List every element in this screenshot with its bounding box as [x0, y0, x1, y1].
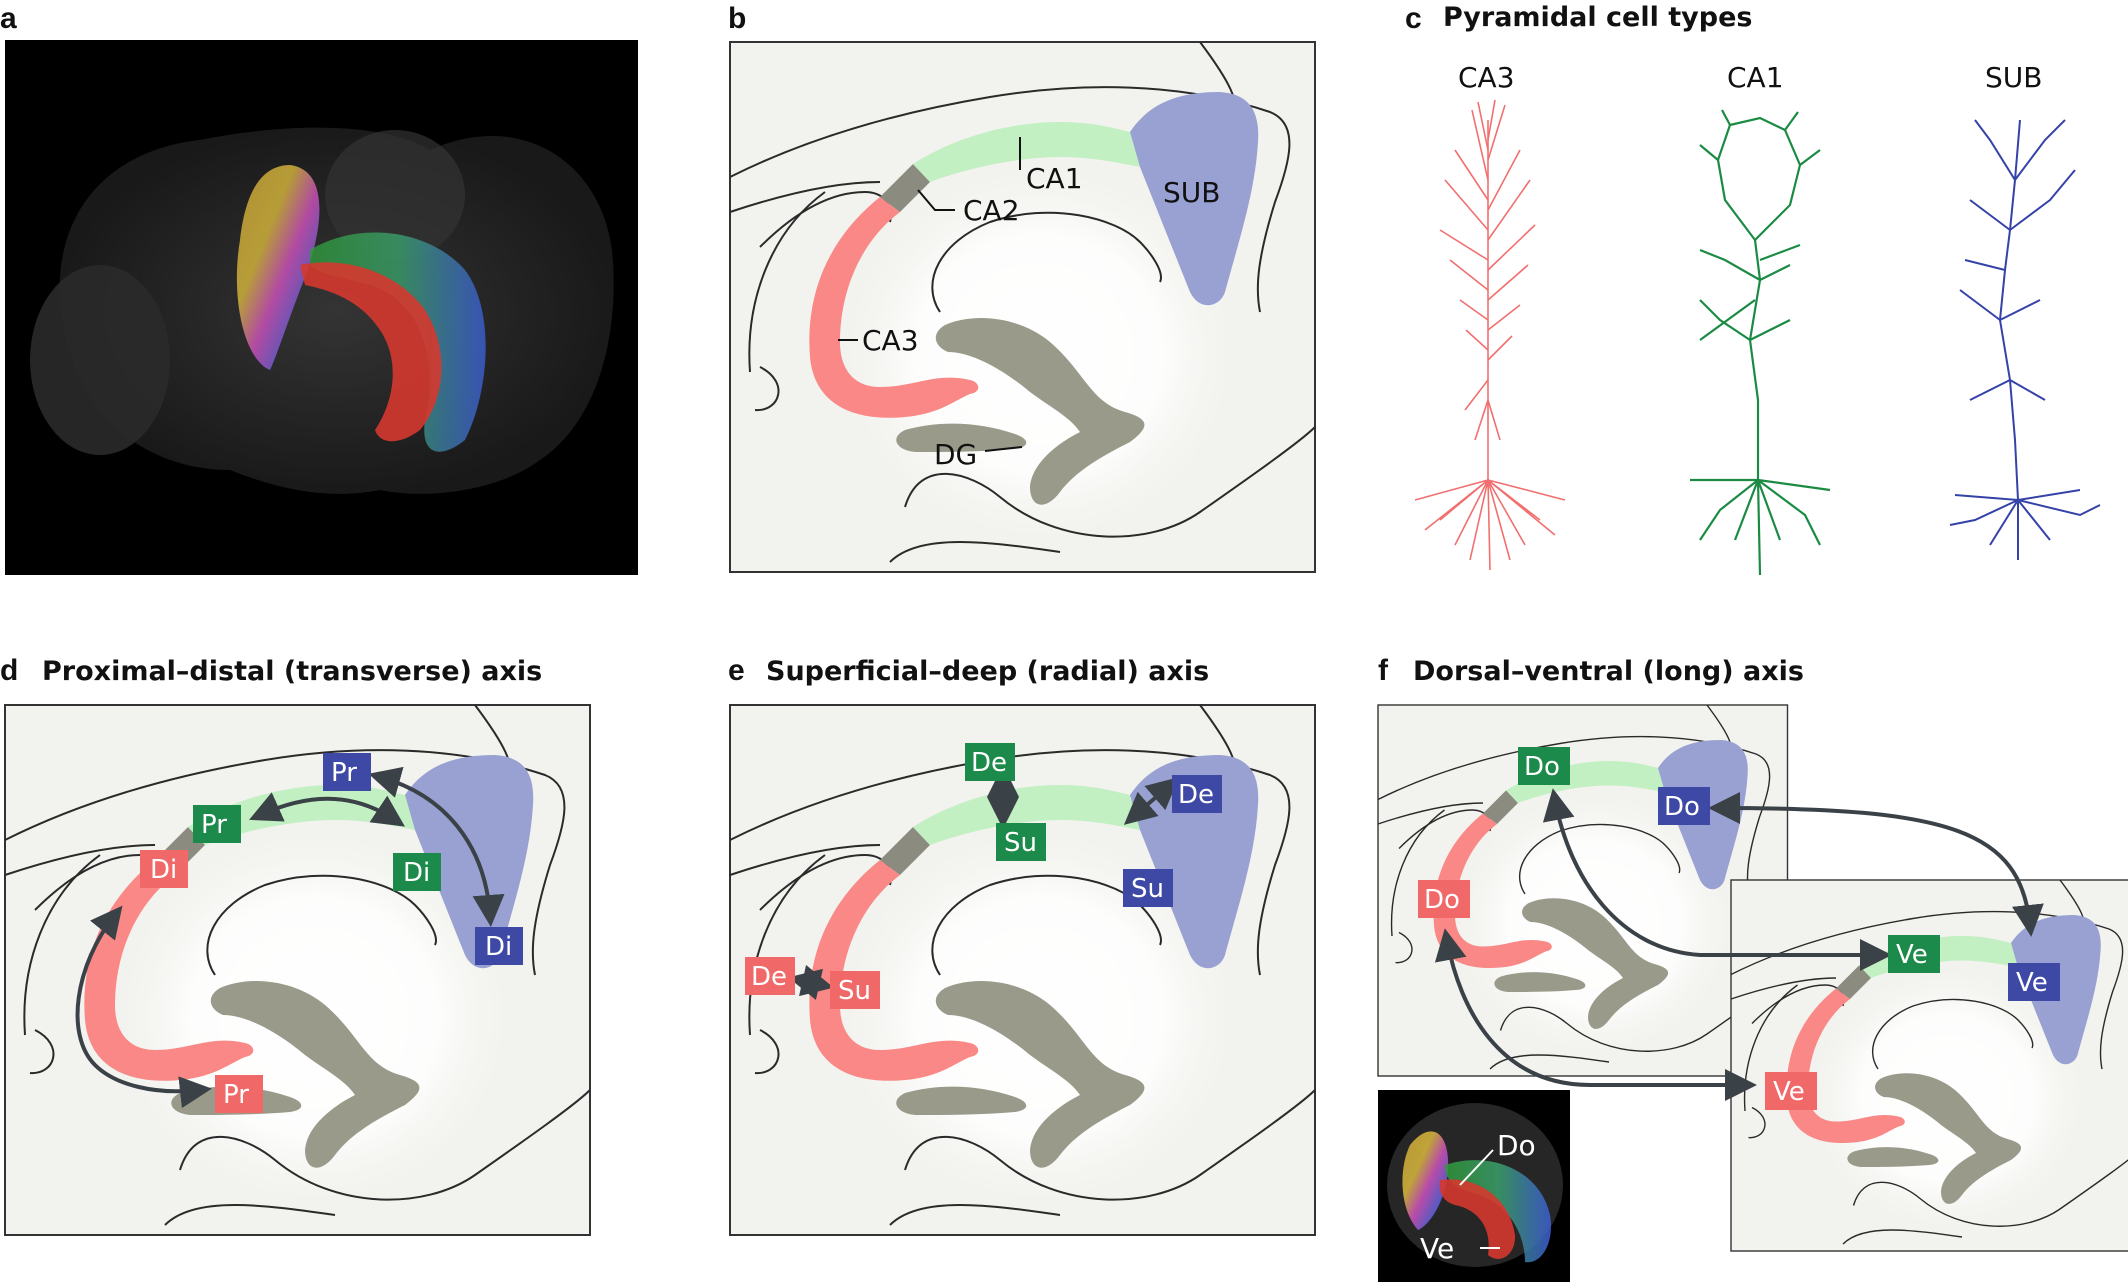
panel-e-label: e [728, 654, 745, 687]
panel-a-label: a [0, 2, 17, 35]
panel-f-inset-brain [1378, 1090, 1570, 1282]
badge-sub-di: Di [485, 932, 512, 962]
panel-d-label: d [0, 654, 18, 687]
inset-label-ve: Ve [1420, 1232, 1454, 1265]
badge-ca3-su: Su [838, 976, 871, 1006]
badge-ca1-de: De [971, 748, 1007, 778]
neuron-ca3 [1414, 99, 1566, 571]
badge-ca1-di: Di [403, 858, 430, 888]
badge-ca1-do: Do [1524, 752, 1560, 782]
panel-e-title: Superficial–deep (radial) axis [766, 656, 1209, 687]
panel-b-schematic: CA1 CA2 SUB CA3 DG [729, 41, 1316, 573]
label-ca2: CA2 [963, 194, 1020, 227]
badge-sub-su: Su [1131, 874, 1164, 904]
badge-ca3-do: Do [1424, 885, 1460, 915]
panel-e-schematic: De Su De Su De Su [729, 704, 1316, 1236]
panel-f-label: f [1378, 654, 1389, 687]
panel-c-label: c [1405, 2, 1422, 35]
panel-f-title: Dorsal–ventral (long) axis [1413, 656, 1804, 687]
badge-ca3-de: De [751, 962, 787, 992]
label-sub: SUB [1163, 176, 1220, 209]
badge-ca3-di: Di [150, 855, 177, 885]
badge-ca3-pr: Pr [223, 1080, 249, 1110]
neuron-label-sub: SUB [1985, 61, 2042, 94]
neuron-label-ca3: CA3 [1458, 61, 1515, 94]
panel-d-schematic: Pr Di Pr Di Pr Di [4, 704, 591, 1236]
badge-ca1-su: Su [1004, 828, 1037, 858]
neuron-sub [1949, 119, 2101, 560]
inset-label-do: Do [1497, 1129, 1536, 1162]
badge-ca1-ve: Ve [1896, 940, 1928, 970]
badge-ca3-ve: Ve [1773, 1077, 1805, 1107]
panel-b-label: b [728, 2, 746, 35]
badge-sub-ve: Ve [2016, 968, 2048, 998]
label-ca3: CA3 [862, 324, 919, 357]
panel-f-arrows [1434, 788, 2044, 1101]
badge-sub-pr: Pr [331, 758, 357, 788]
neuron-label-ca1: CA1 [1727, 61, 1784, 94]
neuron-ca1 [1690, 109, 1831, 576]
label-dg: DG [934, 438, 977, 471]
panel-a-brain-render [5, 40, 638, 575]
badge-ca1-pr: Pr [201, 810, 227, 840]
label-ca1: CA1 [1026, 162, 1083, 195]
badge-sub-do: Do [1664, 792, 1700, 822]
badge-sub-de: De [1178, 780, 1214, 810]
panel-c-title: Pyramidal cell types [1443, 2, 1752, 33]
panel-d-title: Proximal–distal (transverse) axis [42, 656, 542, 687]
